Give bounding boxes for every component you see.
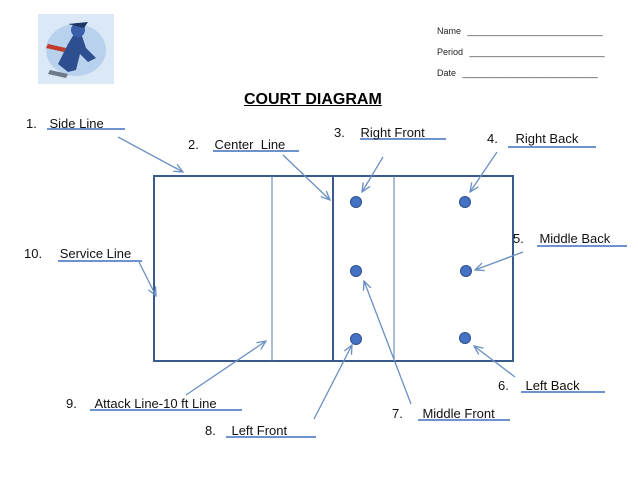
label-item-6: 6. Left Back [498, 378, 580, 393]
period-label: Period [437, 47, 464, 57]
player-dot-middle-front [350, 265, 362, 277]
label-text: Left Front [231, 423, 288, 438]
arrow-middle-front [364, 281, 412, 405]
label-text: Side Line [49, 116, 104, 131]
label-number: 7. [392, 406, 403, 421]
label-number: 6. [498, 378, 509, 393]
label-text: Right Front [360, 125, 425, 140]
player-dot-left-back [459, 332, 471, 344]
label-text: Center Line [214, 137, 286, 152]
label-text: Attack Line-10 ft Line [94, 396, 217, 411]
label-text: Right Back [515, 131, 579, 146]
date-blank: ___________________________ [462, 68, 598, 78]
arrow-left-front [313, 345, 352, 420]
arrow-side-line [117, 136, 183, 172]
label-text: Service Line [59, 246, 132, 261]
player-dot-right-front [350, 196, 362, 208]
label-item-7: 7. Middle Front [392, 406, 495, 421]
arrow-right-back [470, 151, 498, 192]
player-dot-right-back [459, 196, 471, 208]
label-item-5: 5. Middle Back [513, 231, 610, 246]
label-item-1: 1. Side Line [26, 116, 104, 131]
arrow-middle-back [475, 251, 524, 270]
label-number: 2. [188, 137, 199, 152]
arrow-attack-line [185, 341, 266, 396]
player-dot-middle-back [460, 265, 472, 277]
date-label: Date [437, 68, 457, 78]
label-number: 9. [66, 396, 77, 411]
arrow-left-back [474, 346, 516, 378]
label-item-10: 10. Service Line [24, 246, 131, 261]
label-text: Middle Back [539, 231, 611, 246]
arrow-right-front [362, 156, 384, 192]
page-title: COURT DIAGRAM [244, 91, 382, 108]
label-text: Left Back [525, 378, 580, 393]
label-item-8: 8. Left Front [205, 423, 287, 438]
label-number: 3. [334, 125, 345, 140]
label-item-3: 3. Right Front [334, 125, 425, 140]
mascot-logo-icon [38, 14, 114, 84]
label-text: Middle Front [422, 406, 495, 421]
arrow-center-line [282, 154, 330, 200]
label-item-4: 4. Right Back [487, 131, 578, 146]
label-item-2: 2. Center Line [188, 137, 285, 152]
name-blank: ___________________________ [467, 26, 603, 36]
label-number: 4. [487, 131, 498, 146]
label-number: 5. [513, 231, 524, 246]
label-number: 8. [205, 423, 216, 438]
label-number: 1. [26, 116, 37, 131]
period-blank: ___________________________ [469, 47, 605, 57]
arrow-service-line [138, 261, 156, 296]
label-item-9: 9. Attack Line-10 ft Line [66, 396, 217, 411]
player-dot-left-front [350, 333, 362, 345]
label-number: 10. [24, 246, 43, 261]
name-label: Name [437, 26, 462, 36]
